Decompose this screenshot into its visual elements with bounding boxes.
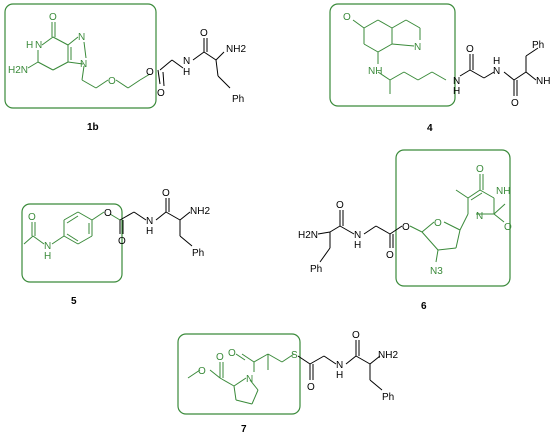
- azt-moiety: [409, 174, 506, 263]
- compound-label-1b: 1b: [87, 122, 99, 133]
- atom-7-o-acyl: O: [228, 348, 236, 359]
- atom-6-o-amide: O: [336, 200, 344, 211]
- highlight-box-4: [329, 3, 456, 107]
- atom-6-nh: N: [354, 230, 361, 241]
- atom-5-h: H: [44, 251, 51, 262]
- atom-1b-nh2-amino: NH2: [226, 44, 246, 55]
- atom-1b-o-carbonyl: O: [49, 12, 57, 23]
- phe-gly-chain-5: [119, 198, 193, 247]
- atom-1b-nh: N: [183, 56, 190, 67]
- compound-6: O N H H2N Ph O O O N3: [298, 149, 512, 312]
- atom-6-ph: Ph: [310, 264, 322, 275]
- highlight-box-1b: [4, 3, 157, 109]
- atom-5-ph: Ph: [192, 248, 204, 259]
- atom-1b-o-amide: O: [200, 28, 208, 39]
- atom-4-ph: Ph: [532, 40, 544, 51]
- atom-1b-o-ester: O: [146, 67, 154, 78]
- compound-label-7: 7: [241, 424, 247, 435]
- compound-label-5: 5: [71, 296, 77, 307]
- atom-4-nh-c: N: [493, 66, 500, 77]
- compound-4: O N NH N H N H O O Ph NH2 4: [329, 3, 550, 134]
- phe-gly-chain-6: [317, 210, 403, 263]
- atom-5-o-co: O: [118, 236, 126, 247]
- atom-6-o-thymine: O: [504, 222, 512, 233]
- atom-7-ph: Ph: [382, 392, 394, 403]
- atom-6-o-co: O: [386, 250, 394, 261]
- atom-1b-ph: Ph: [232, 94, 244, 105]
- atom-5-nh-b: N: [146, 216, 153, 227]
- atom-1b-h: H: [183, 67, 190, 78]
- paracetamol-moiety: [23, 211, 121, 245]
- atom-4-nh-b: N: [453, 76, 460, 87]
- atom-7-n-proline: N: [246, 374, 253, 385]
- atom-4-h-c: H: [493, 56, 500, 67]
- atom-7-o-methoxy: O: [198, 366, 206, 377]
- atom-6-o-top: O: [476, 164, 484, 175]
- compound-5: O N H O O N H O NH2 Ph 5: [21, 188, 210, 307]
- atom-5-nh2-amino: NH2: [190, 206, 210, 217]
- highlight-box-7: [177, 333, 301, 415]
- atom-4-nh: NH: [368, 66, 382, 77]
- phe-gly-chain-1b: [157, 38, 231, 89]
- atom-4-n-quinoline: N: [414, 42, 421, 53]
- captopril-ester-moiety: [187, 353, 295, 405]
- atom-6-o-ester: O: [402, 222, 410, 233]
- atom-6-h2n: H2N: [298, 230, 318, 241]
- atom-4-o-carbonyl-1: O: [466, 44, 474, 55]
- atom-7-s: S: [291, 350, 298, 361]
- compound-7: O O N O S O N H O NH2 Ph 7: [177, 330, 398, 435]
- atom-5-o-acyl: O: [28, 212, 36, 223]
- primaquine-moiety: [352, 19, 447, 94]
- phe-gly-chain-7: [297, 340, 383, 391]
- atom-4-o-carbonyl-2: O: [511, 98, 519, 109]
- atom-1b-n1: N: [35, 40, 42, 51]
- atom-5-nh: N: [44, 241, 51, 252]
- atom-1b-o-ether: O: [108, 76, 116, 87]
- atom-7-nh: N: [336, 360, 343, 371]
- guanine-moiety: [27, 22, 151, 89]
- atom-5-o-amide: O: [162, 188, 170, 199]
- atom-7-h: H: [336, 370, 343, 381]
- atom-6-nh-thymine: NH: [496, 186, 510, 197]
- atom-4-o-methoxy: O: [343, 12, 351, 23]
- atom-1b-o-co: O: [157, 88, 165, 99]
- atom-7-o-thioester: O: [307, 382, 315, 393]
- highlight-box-6: [395, 149, 511, 287]
- atom-7-o-amide: O: [352, 330, 360, 341]
- atom-6-o-ring: O: [434, 218, 442, 229]
- atom-5-h-b: H: [146, 226, 153, 237]
- atom-1b-n9: N: [80, 59, 87, 70]
- compound-1b: O N N H H2N N O O O N H O NH2 Ph 1b: [4, 3, 246, 133]
- atom-1b-h1: H: [26, 40, 33, 51]
- highlight-box-5: [21, 203, 123, 283]
- atom-1b-n7: N: [78, 32, 85, 43]
- atom-7-nh2-amino: NH2: [378, 350, 398, 361]
- atom-4-h-b: H: [453, 86, 460, 97]
- atom-4-nh2-amino: NH2: [536, 76, 550, 87]
- compound-label-4: 4: [427, 123, 433, 134]
- phe-gly-chain-4: [459, 47, 539, 96]
- atom-6-n-thymine: N: [476, 211, 483, 222]
- atom-1b-nh2: H2N: [8, 65, 28, 76]
- atom-6-h: H: [354, 240, 361, 251]
- atom-7-o-ester: O: [216, 352, 224, 363]
- compound-label-6: 6: [421, 301, 427, 312]
- atom-6-n3: N3: [430, 266, 443, 277]
- atom-5-o-ester: O: [104, 208, 112, 219]
